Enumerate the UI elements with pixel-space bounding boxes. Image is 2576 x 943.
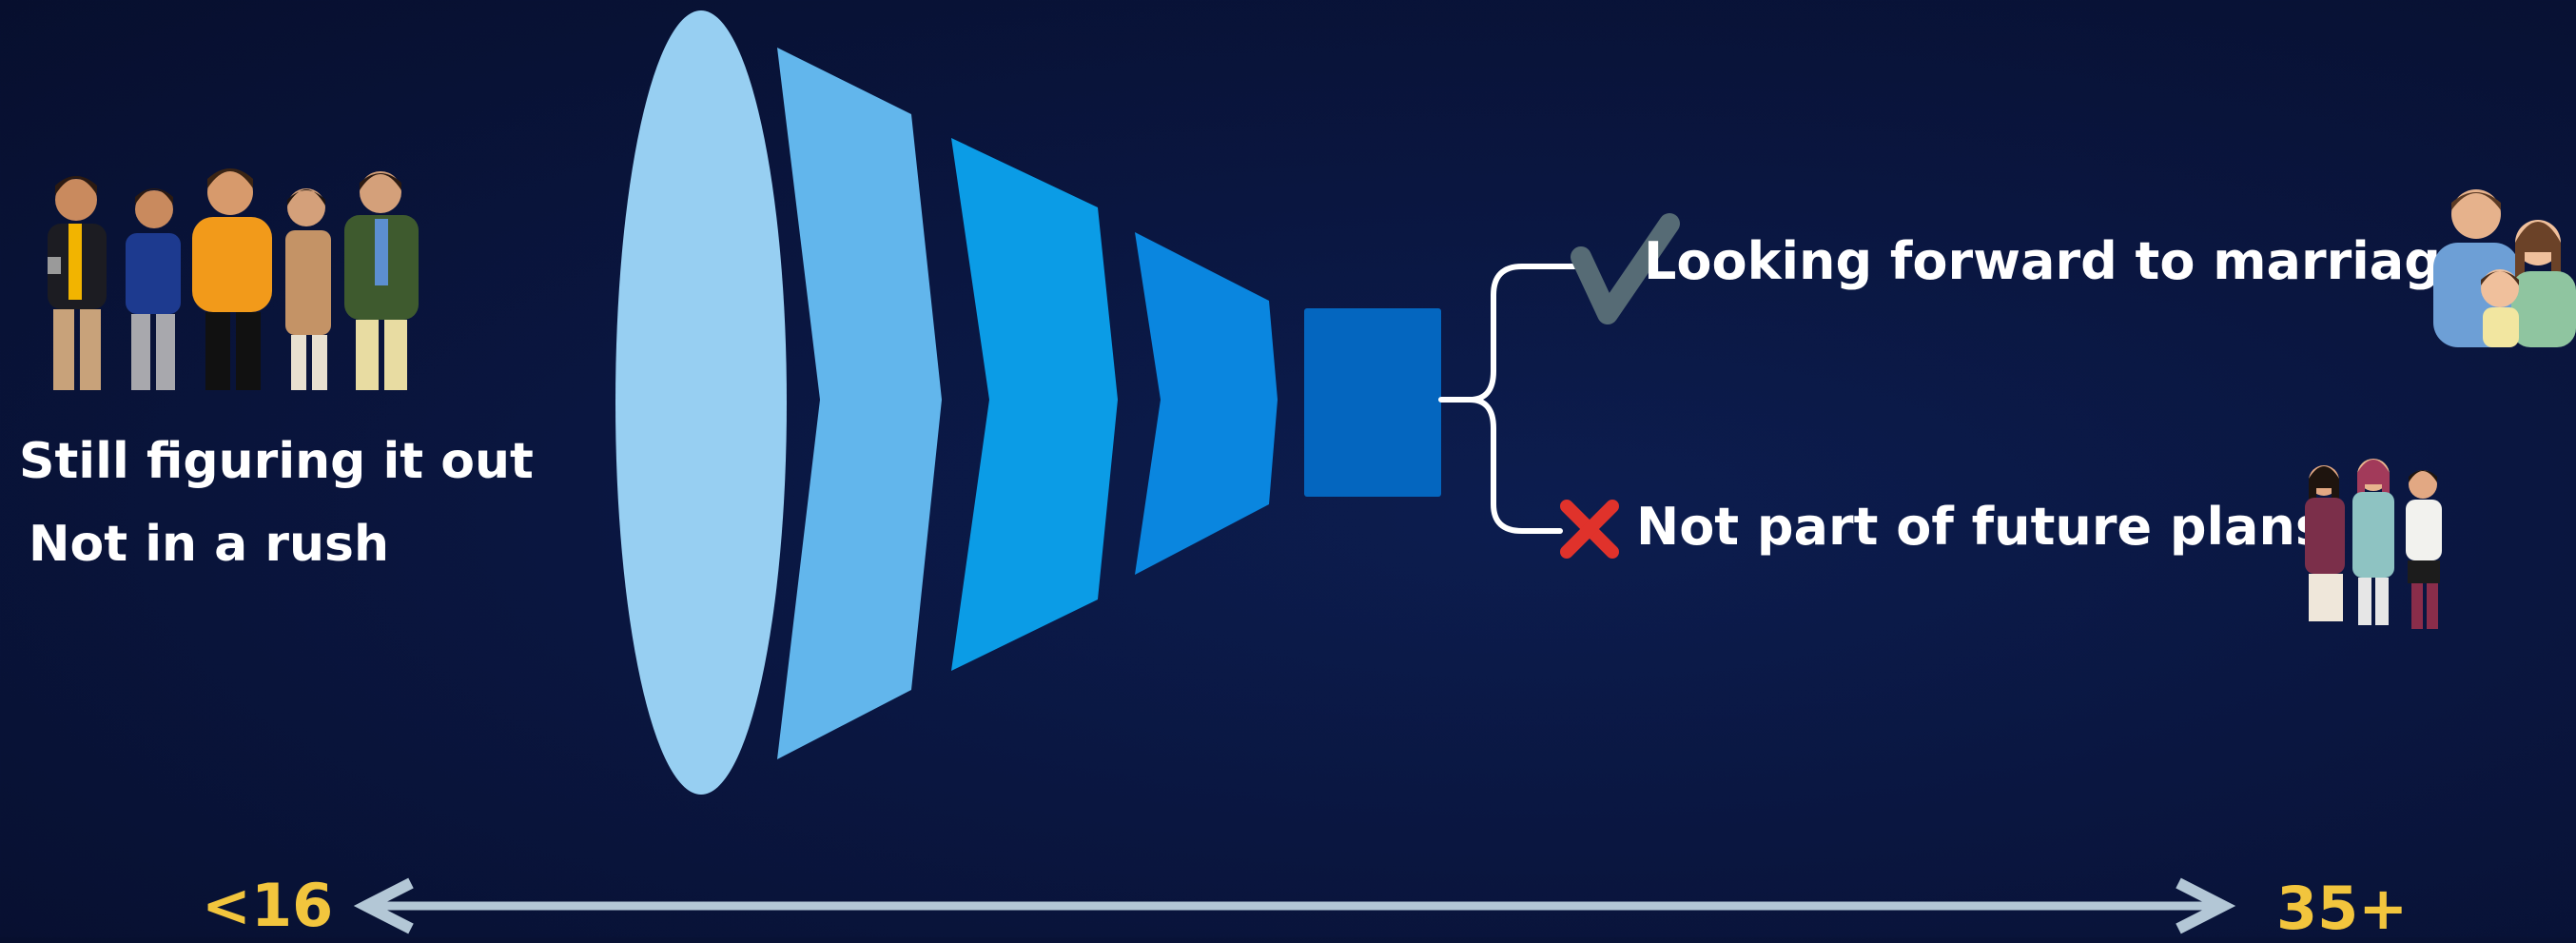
cross-mark-icon	[1567, 506, 1612, 552]
funnel-segment-4	[1135, 232, 1278, 575]
friends-group-illustration	[2288, 452, 2459, 642]
funnel-segment-5	[1304, 308, 1441, 497]
axis-start-label: <16	[202, 871, 333, 940]
axis-end-label: 35+	[2276, 874, 2408, 943]
branch-bracket	[1441, 266, 1574, 531]
funnel-segment-3	[951, 138, 1118, 671]
age-axis-arrow	[366, 883, 2223, 929]
funnel-segment-1	[615, 10, 787, 795]
funnel-segment-2	[777, 48, 942, 759]
option-text-not-in-plans: Not part of future plans	[1636, 497, 2326, 557]
family-illustration	[2424, 176, 2576, 347]
option-text-marriage: Looking forward to marriage	[1644, 231, 2475, 291]
